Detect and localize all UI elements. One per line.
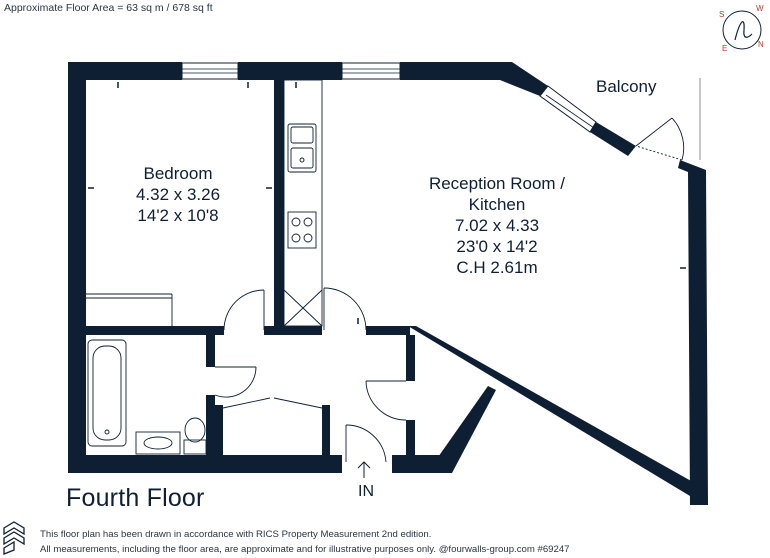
brand-logo-icon: [3, 521, 25, 555]
bedroom-name: Bedroom: [143, 164, 213, 183]
bedroom-imperial: 14'2 x 10'8: [137, 206, 219, 225]
reception-ceiling: C.H 2.61m: [456, 258, 538, 277]
window-bedroom: [181, 62, 239, 80]
window-reception: [341, 62, 401, 80]
walls: [68, 62, 708, 505]
reception-imperial: 23'0 x 14'2: [456, 237, 538, 256]
wall-bedroom-partition: [274, 80, 284, 330]
wall-cupboard-left: [215, 405, 223, 455]
disclaimer-line2: All measurements, including the floor ar…: [40, 544, 570, 555]
wall-top-left: [68, 62, 182, 80]
wall-right: [678, 160, 708, 505]
entry-label: IN: [358, 483, 374, 500]
wall-left: [68, 62, 86, 472]
wall-hall-right-bottom: [406, 420, 415, 460]
compass-south: S: [719, 10, 725, 19]
window-lines: [182, 68, 595, 129]
reception-name-line1: Reception Room /: [428, 174, 566, 193]
wall-cupboard-right: [322, 405, 330, 455]
wall-hall-right-top: [406, 335, 415, 381]
compass: [722, 10, 762, 50]
bedroom-label: Bedroom 4.32 x 3.26 14'2 x 10'8: [88, 163, 268, 226]
wall-top-mid: [238, 62, 342, 80]
wall-diagonal-lower: [408, 326, 700, 496]
disclaimer: This floor plan has been drawn in accord…: [40, 527, 570, 557]
entry-arrow: [357, 461, 371, 478]
balcony-door: [635, 78, 701, 161]
wall-angled-bottom: [436, 386, 496, 473]
bedroom-metric: 4.32 x 3.26: [135, 185, 221, 204]
windows: [181, 62, 597, 133]
wall-top-right: [400, 62, 506, 80]
reception-label: Reception Room / Kitchen 7.02 x 4.33 23'…: [382, 173, 612, 278]
wall-bottom-mid: [126, 455, 342, 473]
doors: [86, 287, 407, 463]
balcony-label: Balcony: [596, 77, 657, 96]
wall-diagonal-balcony: [590, 122, 636, 156]
floor-label: Fourth Floor: [66, 484, 205, 512]
wall-bath-right-top: [206, 335, 215, 367]
area-note: Approximate Floor Area = 63 sq m / 678 s…: [4, 2, 213, 14]
measurement-ticks: [88, 82, 686, 324]
wall-diagonal-top: [500, 62, 548, 96]
wall-bottom-right: [392, 455, 442, 473]
reception-name-line2: Kitchen: [468, 195, 526, 214]
wall-bottom-left: [68, 455, 126, 473]
wall-reception-bottom: [366, 326, 410, 335]
disclaimer-line1: This floor plan has been drawn in accord…: [40, 529, 432, 540]
reception-metric: 7.02 x 4.33: [454, 216, 540, 235]
compass-north: N: [758, 40, 764, 49]
window-balcony: [539, 85, 597, 133]
kitchen: [283, 79, 323, 327]
bathroom: [87, 339, 207, 455]
wall-bedroom-bottom: [86, 326, 224, 335]
compass-west: W: [756, 4, 764, 13]
wall-bath-right-bottom: [206, 395, 215, 455]
compass-east: E: [722, 44, 728, 53]
wall-bedroom-bottom-right: [264, 326, 322, 335]
